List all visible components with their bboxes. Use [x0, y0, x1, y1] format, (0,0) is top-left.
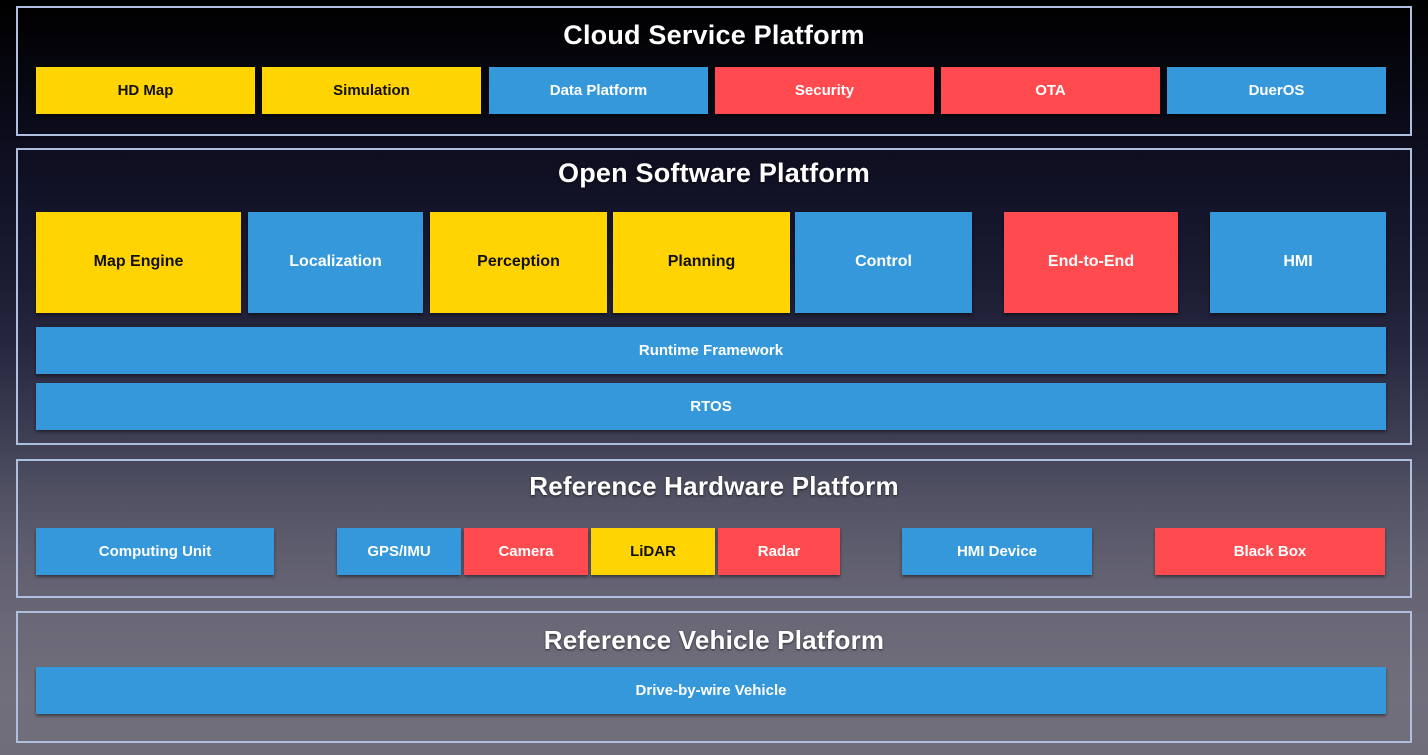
module-hmi[interactable]: HMI	[1210, 212, 1386, 313]
module-camera[interactable]: Camera	[464, 528, 588, 575]
module-computing-unit[interactable]: Computing Unit	[36, 528, 274, 575]
module-drive-by-wire-vehicle[interactable]: Drive-by-wire Vehicle	[36, 667, 1386, 714]
module-black-box[interactable]: Black Box	[1155, 528, 1385, 575]
module-planning[interactable]: Planning	[613, 212, 790, 313]
module-ota[interactable]: OTA	[941, 67, 1160, 114]
module-runtime-framework[interactable]: Runtime Framework	[36, 327, 1386, 374]
module-gps-imu[interactable]: GPS/IMU	[337, 528, 461, 575]
layer-panel-open-software-platform	[16, 148, 1412, 445]
module-data-platform[interactable]: Data Platform	[489, 67, 708, 114]
module-simulation[interactable]: Simulation	[262, 67, 481, 114]
layer-title-reference-vehicle-platform: Reference Vehicle Platform	[543, 625, 885, 655]
layer-panel-reference-hardware-platform	[16, 459, 1412, 598]
layer-title-reference-hardware-platform: Reference Hardware Platform	[529, 471, 899, 501]
module-rtos[interactable]: RTOS	[36, 383, 1386, 430]
module-end-to-end[interactable]: End-to-End	[1004, 212, 1178, 313]
module-dueros[interactable]: DuerOS	[1167, 67, 1386, 114]
layer-title-cloud-service-platform: Cloud Service Platform	[563, 20, 865, 50]
module-hmi-device[interactable]: HMI Device	[902, 528, 1092, 575]
layer-panel-reference-vehicle-platform	[16, 611, 1412, 743]
module-localization[interactable]: Localization	[248, 212, 423, 313]
module-lidar[interactable]: LiDAR	[591, 528, 715, 575]
module-security[interactable]: Security	[715, 67, 934, 114]
layer-title-open-software-platform: Open Software Platform	[558, 158, 870, 188]
module-radar[interactable]: Radar	[718, 528, 840, 575]
module-map-engine[interactable]: Map Engine	[36, 212, 241, 313]
module-perception[interactable]: Perception	[430, 212, 607, 313]
module-hd-map[interactable]: HD Map	[36, 67, 255, 114]
layer-panel-cloud-service-platform	[16, 6, 1412, 136]
module-control[interactable]: Control	[795, 212, 972, 313]
